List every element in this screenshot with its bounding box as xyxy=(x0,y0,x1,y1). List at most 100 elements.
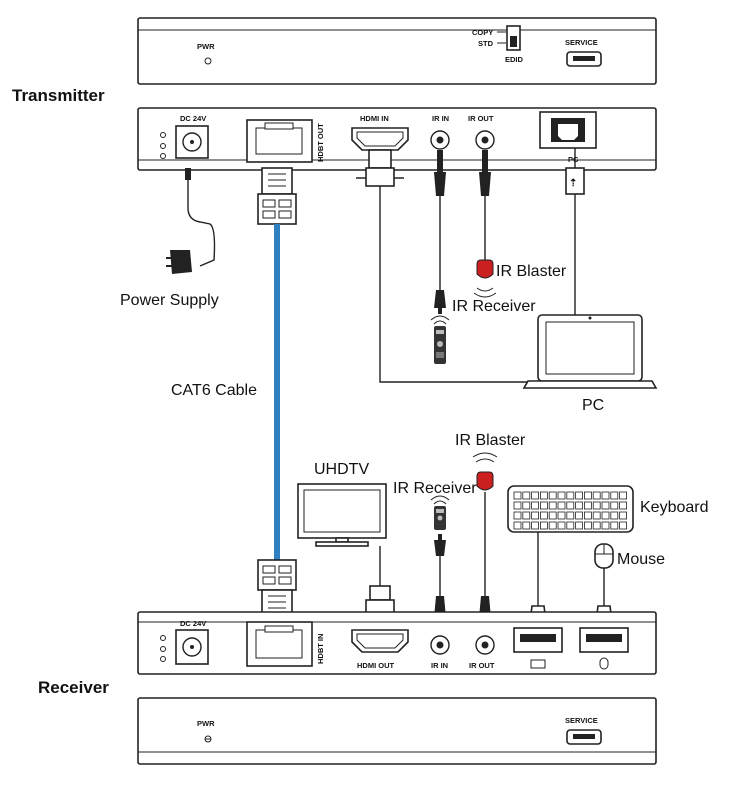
keyboard-key xyxy=(548,521,557,530)
tx-copy-label: COPY xyxy=(472,28,493,37)
keyboard-key xyxy=(619,501,627,510)
tx-service-label: SERVICE xyxy=(565,38,598,47)
mouse-port-icon xyxy=(599,657,609,670)
rx-ir-blaster-cable xyxy=(479,492,491,618)
keyboard-key xyxy=(619,521,627,530)
tx-hdmi-cable xyxy=(356,149,528,383)
keyboard-key xyxy=(601,511,610,520)
tx-ir-in-label: IR IN xyxy=(432,114,449,123)
keyboard-key xyxy=(601,491,610,500)
svg-text:⇡: ⇡ xyxy=(569,178,577,189)
rx-ir-in-label: IR IN xyxy=(431,661,448,670)
receiver-label: Receiver xyxy=(38,678,109,697)
keyboard-key xyxy=(610,501,619,510)
keyboard-key xyxy=(584,501,592,510)
rx-ir-receiver-label: IR Receiver xyxy=(393,480,477,497)
keyboard-key xyxy=(548,511,557,520)
keyboard-key xyxy=(592,501,601,510)
keyboard-key xyxy=(575,491,583,500)
keyboard-key xyxy=(601,521,610,530)
keyboard-key xyxy=(575,521,583,530)
tx-ir-blaster-label: IR Blaster xyxy=(496,263,567,280)
keyboard-key xyxy=(557,501,566,510)
keyboard-key xyxy=(548,501,557,510)
tx-usb-cable: PC ⇡ xyxy=(565,148,585,318)
pc-label: PC xyxy=(582,397,604,414)
tx-edid-label: EDID xyxy=(505,55,524,64)
tx-dc-label: DC 24V xyxy=(180,114,206,123)
tx-hdbt-label: HDBT OUT xyxy=(316,123,325,162)
rx-hdbt-label: HDBT IN xyxy=(316,634,325,664)
keyboard-key xyxy=(531,521,539,530)
keyboard-key xyxy=(610,511,619,520)
receiver-rear-panel: DC 24V HDBT IN HDMI OUT IR IN IR OUT xyxy=(137,611,657,675)
power-cable xyxy=(166,168,216,274)
rx-ir-blaster-icon xyxy=(472,452,498,491)
transmitter-rear-panel: DC 24V HDBT OUT HDMI IN IR IN IR OUT xyxy=(137,107,657,171)
keyboard-key xyxy=(592,511,601,520)
keyboard-key xyxy=(566,501,575,510)
cat6-cable xyxy=(257,167,297,617)
keyboard-key xyxy=(584,511,592,520)
receiver-front-panel: PWR SERVICE xyxy=(137,697,657,765)
keyboard-key xyxy=(619,511,627,520)
keyboard-key xyxy=(557,511,566,520)
tx-pwr-led xyxy=(204,57,212,65)
keyboard-key xyxy=(513,501,522,510)
rx-pwr-label: PWR xyxy=(197,719,215,728)
keyboard-key xyxy=(584,491,592,500)
keyboard-key xyxy=(540,491,548,500)
keyboard-key xyxy=(540,511,548,520)
keyboard-key xyxy=(601,501,610,510)
uhdtv-label: UHDTV xyxy=(314,461,369,478)
tx-pwr-label: PWR xyxy=(197,42,215,51)
tx-std-label: STD xyxy=(478,39,494,48)
tx-dc-port[interactable] xyxy=(175,125,209,159)
tx-ir-in-jack[interactable] xyxy=(430,130,450,150)
keyboard-key xyxy=(557,521,566,530)
keyboard-key xyxy=(531,501,539,510)
rx-ir-in-jack[interactable] xyxy=(430,635,450,655)
keyboard-key xyxy=(575,511,583,520)
tx-hdmi-label: HDMI IN xyxy=(360,114,389,123)
keyboard-key xyxy=(610,521,619,530)
tx-hdmi-port[interactable] xyxy=(351,127,409,151)
tx-ir-blaster-icon xyxy=(476,259,494,279)
keyboard-key xyxy=(513,511,522,520)
power-adapter-icon xyxy=(170,250,192,274)
pc-laptop-icon xyxy=(522,314,658,389)
keyboard-key xyxy=(522,491,531,500)
rx-ir-receiver-icon xyxy=(430,495,450,530)
keyboard-key xyxy=(513,521,522,530)
rx-ir-receiver-cable xyxy=(434,534,446,618)
rx-service-label: SERVICE xyxy=(565,716,598,725)
keyboard-cable xyxy=(529,532,547,623)
keyboard-icon xyxy=(507,485,634,533)
keyboard-key xyxy=(557,491,566,500)
keyboard-key xyxy=(522,511,531,520)
uhdtv-icon xyxy=(297,483,387,547)
rx-ir-out-jack[interactable] xyxy=(475,635,495,655)
tx-ir-blaster-cable xyxy=(473,150,497,298)
keyboard-key xyxy=(592,521,601,530)
mouse-label: Mouse xyxy=(617,551,665,568)
rx-hdmi-cable xyxy=(365,546,395,617)
keyboard-key xyxy=(513,491,522,500)
tx-ir-receiver-label: IR Receiver xyxy=(452,298,536,315)
keyboard-key xyxy=(540,521,548,530)
rx-hdmi-port[interactable] xyxy=(351,629,409,653)
mouse-icon xyxy=(594,543,614,569)
tx-ir-out-jack[interactable] xyxy=(475,130,495,150)
keyboard-key xyxy=(575,501,583,510)
rx-dc-label: DC 24V xyxy=(180,619,206,628)
keyboard-key xyxy=(566,521,575,530)
keyboard-key xyxy=(540,501,548,510)
transmitter-label: Transmitter xyxy=(12,86,105,105)
rx-hdmi-label: HDMI OUT xyxy=(357,661,394,670)
keyboard-key xyxy=(548,491,557,500)
keyboard-label: Keyboard xyxy=(640,499,709,516)
keyboard-key xyxy=(592,491,601,500)
keyboard-key xyxy=(566,511,575,520)
